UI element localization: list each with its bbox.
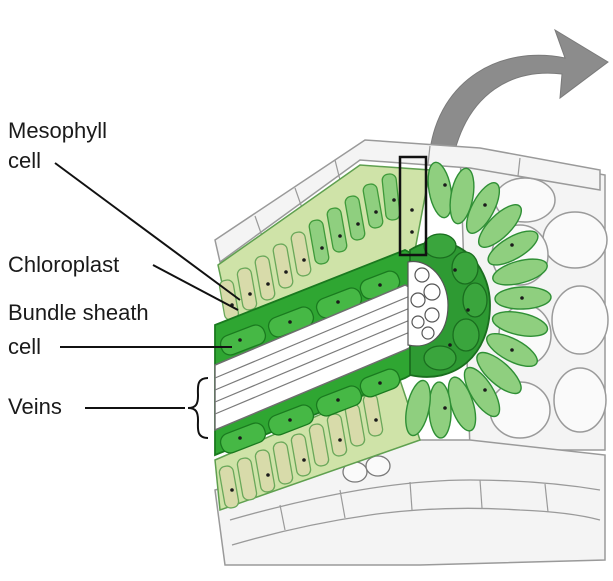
label-mesophyll-cell: cell <box>8 148 41 174</box>
label-veins: Veins <box>8 394 62 420</box>
mesophyll-leader <box>55 163 240 300</box>
label-mesophyll: Mesophyll <box>8 118 107 144</box>
veins-brace <box>188 378 208 438</box>
label-bundle-sheath-cell: cell <box>8 334 41 360</box>
leader-lines <box>55 163 240 408</box>
label-bundle-sheath: Bundle sheath <box>8 300 149 326</box>
label-chloroplast: Chloroplast <box>8 252 119 278</box>
magnify-arrow <box>430 30 608 150</box>
